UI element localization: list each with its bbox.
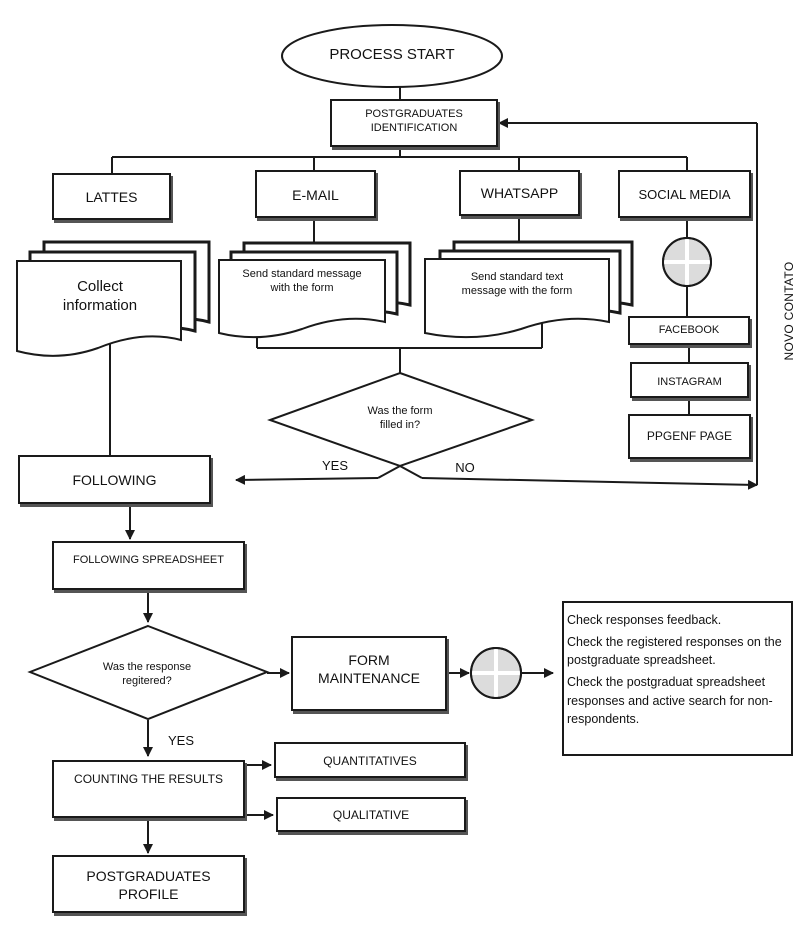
- counting-label: COUNTING THE RESULTS: [74, 772, 223, 786]
- spreadsheet-label: FOLLOWING SPREADSHEET: [73, 554, 224, 566]
- yes-label-2: YES: [167, 733, 194, 748]
- no-label-1: NO: [455, 460, 475, 475]
- profile-box: [52, 855, 245, 913]
- qualitative-label: QUALITATIVE: [332, 808, 410, 822]
- email-document-stack: [218, 241, 412, 339]
- whatsapp-box: [459, 170, 580, 216]
- decision-form-label: Was the form filled in?: [367, 405, 433, 431]
- decision-response-label: Was the response regitered?: [102, 661, 192, 687]
- quantitatives-label: QUANTITATIVES: [323, 754, 417, 768]
- profile-label: POSTGRADUATES PROFILE: [86, 868, 211, 902]
- collect-label: Collect information: [62, 278, 138, 314]
- notes-box: Check responses feedback. Check the regi…: [562, 601, 793, 756]
- email-box: [255, 170, 376, 218]
- social-media-box: [618, 170, 751, 218]
- following-box: [18, 455, 211, 504]
- whatsapp-label: WHATSAPP: [480, 185, 559, 201]
- note-item: Check the postgraduat spreadsheet respon…: [567, 675, 773, 726]
- qualitative-box: [276, 797, 466, 832]
- instagram-label: INSTAGRAM: [657, 376, 722, 388]
- lattes-label: LATTES: [85, 189, 138, 205]
- start-label: PROCESS START: [329, 46, 455, 63]
- identification-label: POSTGRADUATES IDENTIFICATION: [365, 108, 463, 134]
- counting-box: [52, 760, 245, 818]
- quantitatives-box: [274, 742, 466, 778]
- ppgenf-label: PPGENF PAGE: [646, 429, 733, 443]
- decision-form-diamond: [267, 371, 536, 468]
- social-media-label: SOCIAL MEDIA: [638, 187, 731, 202]
- ppgenf-box: [628, 414, 751, 459]
- start-terminator: [281, 24, 503, 88]
- yes-label-1: YES: [321, 458, 348, 473]
- instagram-box: [630, 362, 749, 398]
- note-item: Check responses feedback.: [567, 613, 722, 627]
- whatsapp-document-stack: [424, 240, 634, 339]
- whatsapp-doc-label: Send standard text message with the form: [461, 271, 573, 297]
- email-doc-label: Send standard message with the form: [242, 268, 362, 294]
- note-item: Check the registered responses on the po…: [567, 635, 782, 668]
- or-connector-social: [662, 237, 712, 287]
- facebook-box: [628, 316, 750, 345]
- form-maintenance-box: [291, 636, 447, 711]
- email-label: E-MAIL: [292, 187, 339, 203]
- identification-box: [330, 99, 498, 147]
- spreadsheet-box: [52, 541, 245, 590]
- or-connector-maintenance: [470, 647, 522, 699]
- facebook-label: FACEBOOK: [658, 324, 720, 336]
- lattes-box: [52, 173, 171, 220]
- following-label: FOLLOWING: [72, 472, 157, 488]
- form-maintenance-label: FORM MAINTENANCE: [318, 652, 420, 686]
- collect-document-stack: [16, 240, 211, 357]
- decision-response-diamond: [27, 624, 270, 721]
- novo-contato-label: NOVO CONTATO: [782, 261, 796, 361]
